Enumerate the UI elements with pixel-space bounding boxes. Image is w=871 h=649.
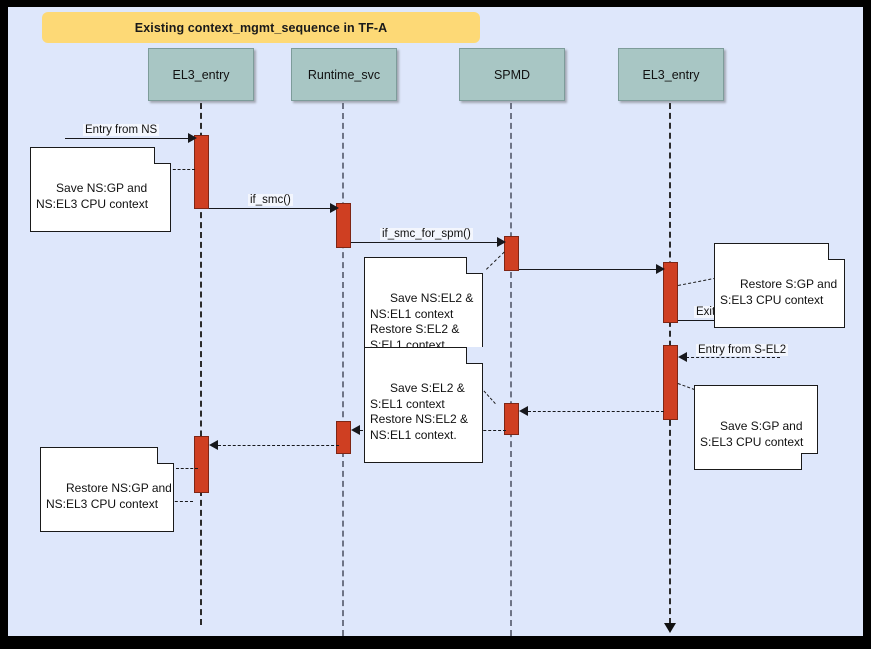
activation-runtime-svc-b: [336, 421, 351, 454]
activation-runtime-svc-a: [336, 203, 351, 248]
arrowhead-icon: [351, 425, 360, 435]
participant-label: Runtime_svc: [307, 67, 381, 82]
note-text: Save S:GP and S:EL3 CPU context: [700, 419, 804, 449]
arrowhead-icon: [678, 352, 687, 362]
participant-label: EL3_entry: [642, 67, 700, 82]
arrowhead-icon: [330, 203, 339, 213]
lifeline-end-arrow-icon: [664, 623, 676, 633]
participant-el3-entry-1[interactable]: EL3_entry: [148, 48, 254, 101]
note-fold-corner-icon: [157, 447, 174, 464]
arrowhead-icon: [188, 133, 197, 143]
note-save-s-gp: Save S:GP and S:EL3 CPU context: [694, 385, 818, 470]
message-line-el3-entry-2-to-spmd: [528, 411, 664, 412]
note-restore-s-gp: Restore S:GP and S:EL3 CPU context: [714, 243, 845, 328]
message-label-if-smc-for-spm: if_smc_for_spm(): [380, 228, 473, 240]
note-text: Save NS:EL2 & NS:EL1 context Restore S:E…: [370, 291, 474, 352]
note-text: Restore NS:GP and NS:EL3 CPU context: [46, 481, 172, 511]
participant-el3-entry-2[interactable]: EL3_entry: [618, 48, 724, 101]
diagram-title-banner: Existing context_mgmt_sequence in TF-A: [42, 12, 480, 43]
activation-el3-entry-1-b: [194, 436, 209, 493]
activation-el3-entry-2-a: [663, 262, 678, 323]
activation-spmd-b: [504, 403, 519, 435]
message-line-runtime-svc-to-el3-entry: [218, 445, 339, 446]
message-line-spmd-to-el3-entry-2: [519, 269, 660, 270]
arrowhead-icon: [209, 440, 218, 450]
note-save-s-el2: Save S:EL2 & S:EL1 context Restore NS:EL…: [364, 347, 483, 463]
note-text: Save S:EL2 & S:EL1 context Restore NS:EL…: [370, 381, 469, 442]
message-line-if-smc: [209, 208, 333, 209]
diagram-canvas: Existing context_mgmt_sequence in TF-A E…: [8, 7, 863, 636]
lifeline-spmd: [510, 103, 512, 636]
arrowhead-icon: [519, 406, 528, 416]
participant-runtime-svc[interactable]: Runtime_svc: [291, 48, 397, 101]
lifeline-runtime-svc: [342, 103, 344, 636]
page-title: Existing context_mgmt_sequence in TF-A: [134, 20, 388, 35]
participant-label: SPMD: [493, 67, 531, 82]
note-text: Save NS:GP and NS:EL3 CPU context: [36, 181, 149, 211]
note-fold-corner-icon: [828, 243, 845, 260]
message-label-if-smc: if_smc(): [248, 194, 293, 206]
note-text: Restore S:GP and S:EL3 CPU context: [720, 277, 838, 307]
message-label-entry-from-ns: Entry from NS: [83, 124, 160, 136]
message-line-if-smc-for-spm: [351, 242, 501, 243]
message-line-entry-from-ns: [65, 138, 193, 139]
message-line-entry-from-s-el2: [686, 357, 780, 358]
participant-spmd[interactable]: SPMD: [459, 48, 565, 101]
note-connector: [168, 169, 195, 170]
message-label-entry-from-s-el2: Entry from S-EL2: [696, 344, 789, 356]
participant-label: EL3_entry: [172, 67, 230, 82]
note-connector: [176, 468, 198, 469]
note-save-ns-gp: Save NS:GP and NS:EL3 CPU context: [30, 147, 171, 232]
lifeline-el3-entry-1: [200, 103, 202, 625]
note-fold-corner-icon: [801, 452, 818, 470]
note-connector: [486, 251, 505, 270]
note-restore-ns-gp: Restore NS:GP and NS:EL3 CPU context: [40, 447, 174, 532]
note-fold-corner-icon: [154, 147, 171, 164]
activation-el3-entry-2-b: [663, 345, 678, 420]
arrowhead-icon: [497, 237, 506, 247]
activation-el3-entry-1-a: [194, 135, 209, 209]
note-fold-corner-icon: [466, 347, 483, 364]
note-fold-corner-icon: [466, 257, 483, 274]
activation-spmd-a: [504, 236, 519, 271]
arrowhead-icon: [656, 264, 665, 274]
